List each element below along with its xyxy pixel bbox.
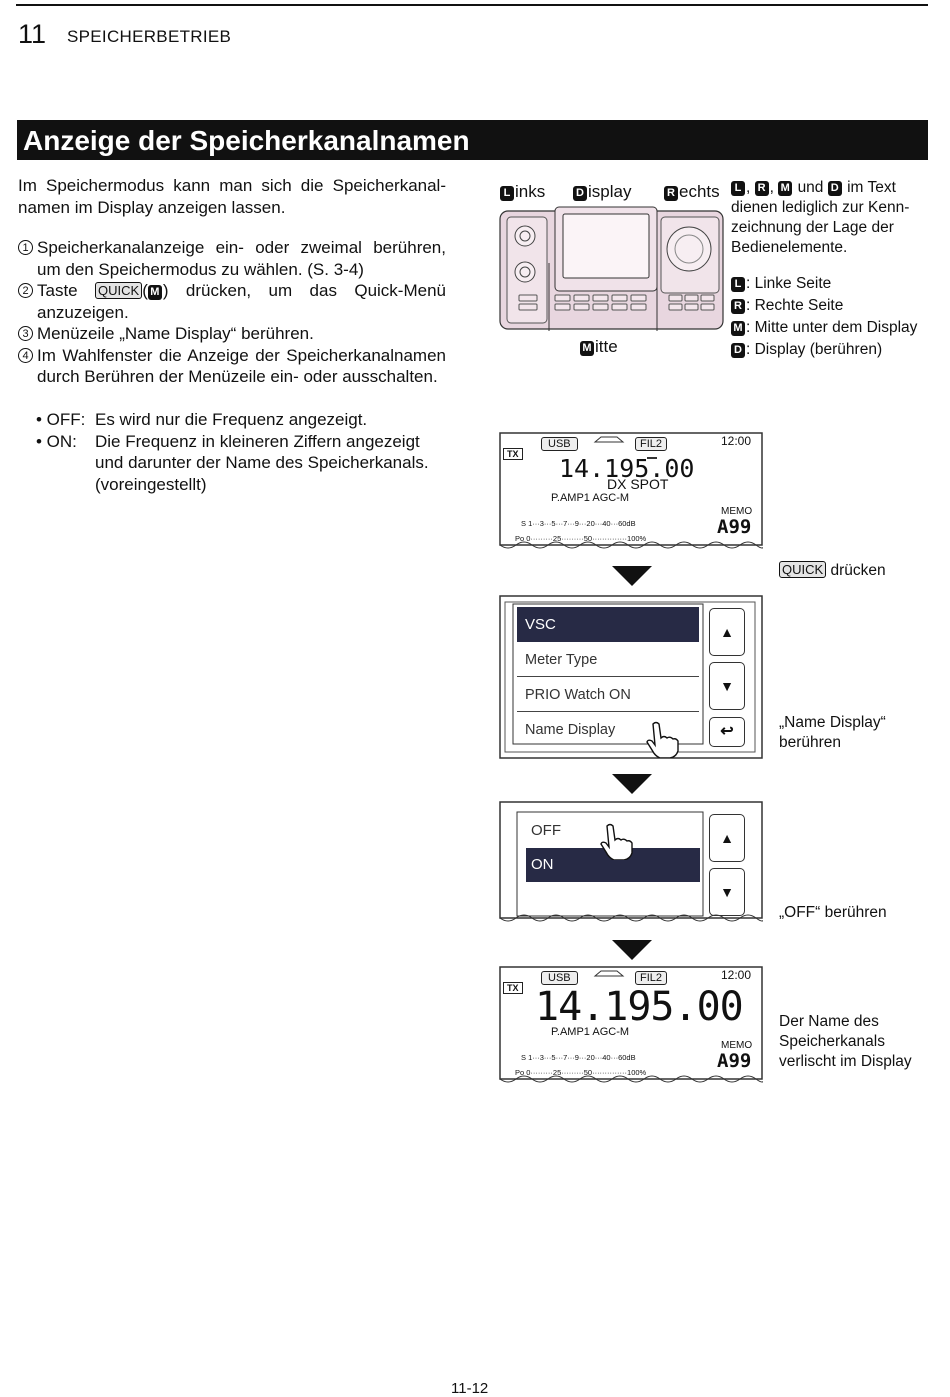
frequency: 14.195.00 <box>535 984 744 1030</box>
menu-item-vsc[interactable]: VSC <box>517 607 699 642</box>
scroll-up-button[interactable]: ▲ <box>709 814 745 862</box>
frequency: 14.195.00 <box>559 454 695 483</box>
po-meter-scale: Po 0·········25·········50··············… <box>515 1068 647 1077</box>
marker-m: M <box>147 285 162 300</box>
option-text: Die Frequenz in kleineren Ziffern angeze… <box>95 431 429 494</box>
step-number: 3 <box>18 326 33 341</box>
clock: 12:00 <box>721 968 752 982</box>
menu-item-prio-watch[interactable]: PRIO Watch ON <box>517 678 699 712</box>
quick-menu-screen: VSC Meter Type PRIO Watch ON Name Displa… <box>499 594 763 762</box>
page-number: 11-12 <box>451 1380 489 1397</box>
down-arrow-icon <box>612 566 652 586</box>
legend-item: M: Mitte unter dem Display <box>731 318 941 338</box>
display-screen-with-name[interactable]: TX USB FIL2 12:00 14.195.00 DX SPOT P.AM… <box>499 432 763 552</box>
section-title: Anzeige der Speicherkanalnamen <box>17 120 928 160</box>
tx-indicator: TX <box>503 448 523 460</box>
s-meter-scale: S 1···3···5···7···9···20···40···60dB <box>521 1053 636 1062</box>
clock: 12:00 <box>721 434 752 448</box>
filter-badge: FIL2 <box>635 971 668 985</box>
scroll-up-button[interactable]: ▲ <box>709 608 745 656</box>
step-text: Menüzeile „Name Display“ berühren. <box>37 324 314 343</box>
channel-number: A99 <box>717 516 752 538</box>
legend-intro: L, R, M und D im Text dienen lediglich z… <box>731 179 910 256</box>
step-number: 1 <box>18 240 33 255</box>
option-item-off[interactable]: OFF <box>531 822 561 839</box>
marker-d: D <box>827 181 842 196</box>
intro-paragraph: Im Speichermodus kann man sich die Speic… <box>18 176 446 217</box>
scroll-down-button[interactable]: ▼ <box>709 662 745 710</box>
option-text: Es wird nur die Frequenz angezeigt. <box>95 410 368 429</box>
step-1: 1 Speicherkanalanzeige ein- oder zweimal… <box>18 237 446 280</box>
option-select-screen: OFF ON ▲ ▼ <box>499 800 763 924</box>
memo-label: MEMO <box>721 506 753 517</box>
down-arrow-icon <box>612 940 652 960</box>
tx-indicator: TX <box>503 982 523 994</box>
marker-l: L <box>500 186 514 201</box>
step-4: 4 Im Wahlfenster die Anzeige der Speiche… <box>18 345 446 388</box>
marker-l: L <box>731 181 745 196</box>
caption-quick: QUICK drücken <box>779 561 886 581</box>
step-text-pre: Taste <box>37 281 96 300</box>
legend-list: L: Linke Seite R: Rechte Seite M: Mitte … <box>731 274 941 360</box>
chapter-number: 11 <box>18 19 47 49</box>
screen-frame <box>499 432 763 549</box>
caption-off: „OFF“ berühren <box>779 904 887 921</box>
option-key: • OFF: <box>36 410 86 429</box>
channel-name: DX SPOT <box>607 476 669 492</box>
step-text: Im Wahlfenster die Anzeige der Speicherk… <box>37 345 446 387</box>
marker-d: D <box>573 186 587 201</box>
down-arrow-icon <box>612 774 652 794</box>
header-rule <box>16 4 928 6</box>
filter-badge: FIL2 <box>635 437 668 451</box>
status-line: P.AMP1 AGC-M <box>551 1026 630 1038</box>
channel-number: A99 <box>717 1050 752 1072</box>
scroll-down-button[interactable]: ▼ <box>709 868 745 916</box>
caption-name-display: „Name Display“ berühren <box>779 714 886 751</box>
step-text: Speicherkanalanzeige ein- oder zweimal b… <box>37 238 446 279</box>
quick-key-label: QUICK <box>779 561 827 578</box>
marker-r: R <box>754 181 769 196</box>
menu-item-meter-type[interactable]: Meter Type <box>517 643 699 677</box>
step-3: 3 Menüzeile „Name Display“ berühren. <box>18 323 446 345</box>
step-number: 2 <box>18 283 33 298</box>
finger-pointer-icon <box>646 721 679 758</box>
legend-item: D: Display (berühren) <box>731 340 941 360</box>
legend-item: R: Rechte Seite <box>731 296 941 316</box>
display-screen-without-name[interactable]: TX USB FIL2 12:00 14.195.00 P.AMP1 AGC-M… <box>499 966 763 1086</box>
status-line: P.AMP1 AGC-M <box>551 492 630 504</box>
step-text-post: ) drücken, um das Quick-Menü anzuzeigen. <box>37 281 446 322</box>
option-key: • ON: <box>36 431 77 451</box>
step-number: 4 <box>18 347 33 363</box>
chapter-title: SPEICHERBETRIEB <box>67 27 232 46</box>
option-on: • ON: Die Frequenz in kleineren Ziffern … <box>36 431 446 496</box>
marker-r: R <box>664 186 678 201</box>
option-off: • OFF: Es wird nur die Frequenz angezeig… <box>36 409 446 431</box>
finger-pointer-icon <box>600 823 633 860</box>
radio-front-panel-illustration <box>499 206 724 331</box>
options-list: • OFF: Es wird nur die Frequenz angezeig… <box>36 409 446 495</box>
marker-m: M <box>778 181 793 196</box>
mode-badge: USB <box>541 971 578 985</box>
screen-frame <box>499 966 763 1083</box>
po-meter-scale: Po 0·········25·········50··············… <box>515 534 647 543</box>
steps-list: 1 Speicherkanalanzeige ein- oder zweimal… <box>18 237 446 388</box>
memo-label: MEMO <box>721 1040 753 1051</box>
legend-item: L: Linke Seite <box>731 274 941 294</box>
quick-key-label: QUICK <box>95 282 143 299</box>
step-2: 2 Taste QUICK(M) drücken, um das Quick-M… <box>18 280 446 323</box>
mode-badge: USB <box>541 437 578 451</box>
s-meter-scale: S 1···3···5···7···9···20···40···60dB <box>521 519 636 528</box>
back-button[interactable]: ↩ <box>709 717 745 747</box>
menu-item-name-display[interactable]: Name Display <box>525 722 616 738</box>
caption-result: Der Name des Speicherkanals verlischt im… <box>779 1013 912 1070</box>
marker-m: M <box>580 341 594 356</box>
